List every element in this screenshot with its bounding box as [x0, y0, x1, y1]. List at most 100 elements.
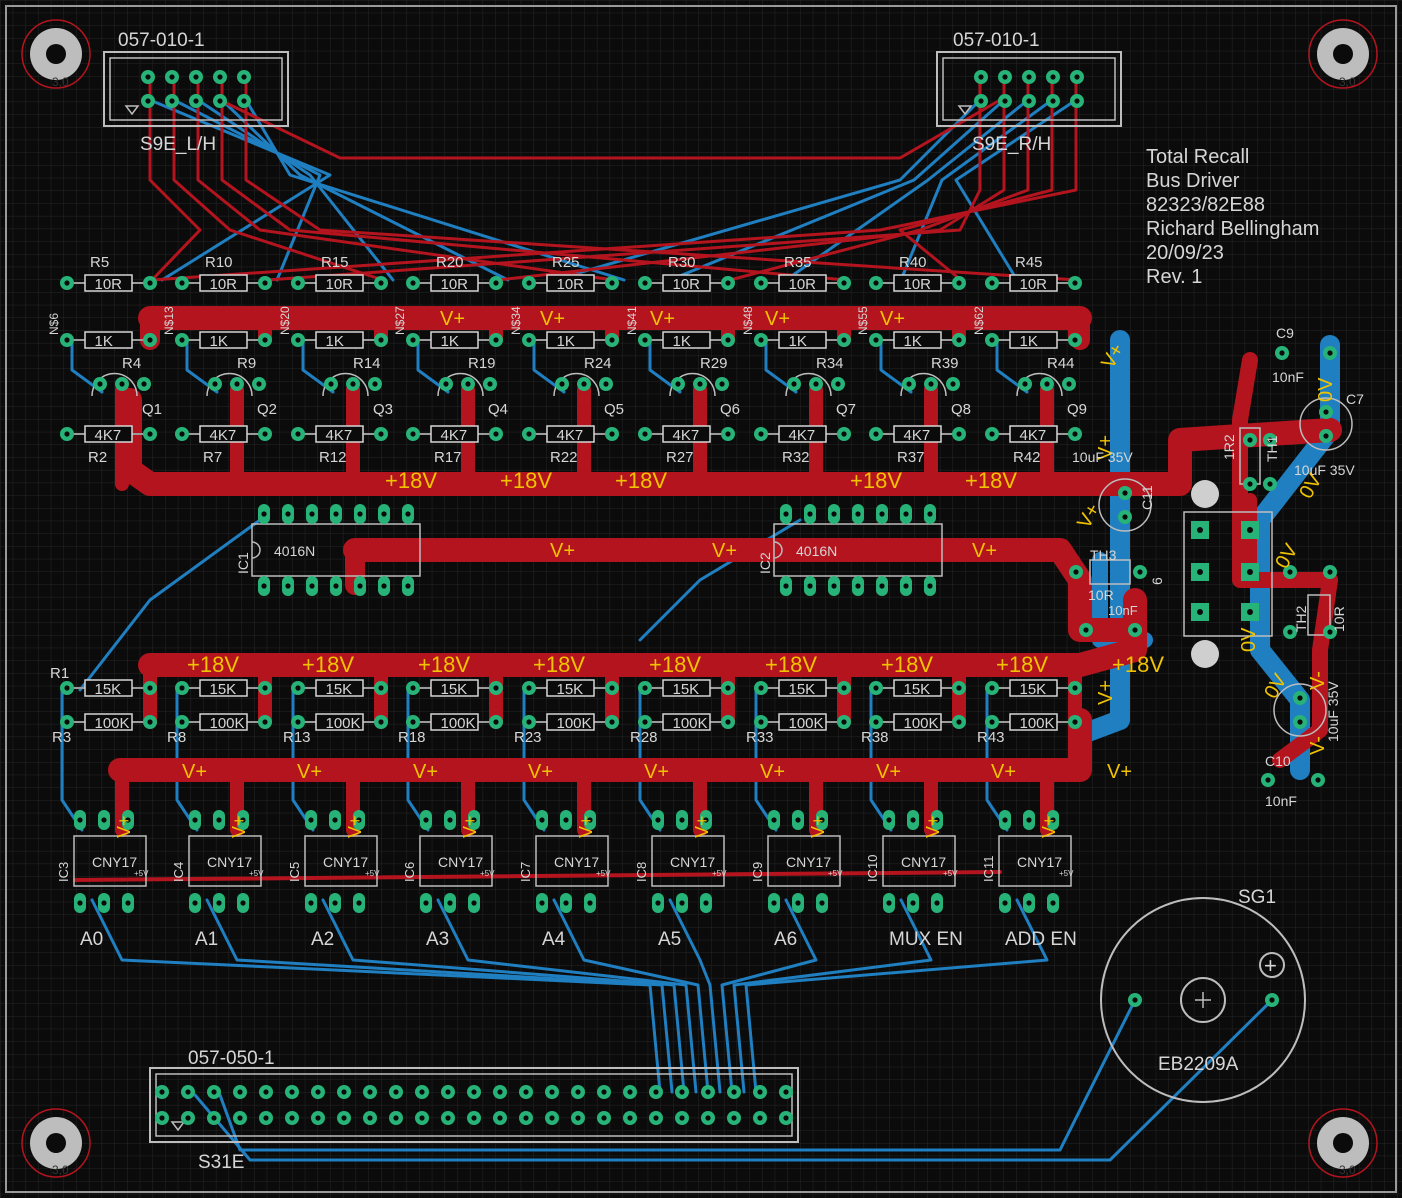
transistor-pin — [1062, 377, 1076, 391]
header-pin — [545, 1085, 559, 1099]
optocoupler — [767, 835, 841, 887]
rail-label: +18V — [533, 652, 585, 677]
signal-trace — [205, 898, 674, 1094]
ref-label: R12 — [319, 449, 347, 466]
pad-hole — [1137, 569, 1143, 575]
rail-label: V+ — [229, 815, 249, 838]
rail-label: V+ — [876, 761, 901, 783]
ic-pin — [876, 504, 888, 524]
ref-label: R19 — [468, 355, 496, 372]
resistor-100k: 100K — [406, 713, 503, 732]
th2-value: 10R — [1331, 606, 1347, 632]
cap-outline — [1299, 397, 1353, 451]
header-pin — [237, 94, 251, 108]
pad-hole — [549, 1115, 555, 1121]
rail-label: V+ — [114, 815, 134, 838]
buzzer-trace — [218, 998, 1137, 1152]
rail-label: V+ — [712, 540, 737, 562]
resistor-pad — [638, 715, 652, 729]
header-pin — [753, 1085, 767, 1099]
resistor-body — [662, 679, 711, 697]
pad-hole — [256, 381, 262, 387]
resistor-pad — [258, 333, 272, 347]
header-pin — [493, 1085, 507, 1099]
pad-hole — [169, 74, 175, 80]
rail-label: V+ — [692, 815, 712, 838]
pad-hole — [263, 1089, 269, 1095]
pad-hole — [725, 280, 731, 286]
resistor-4k7: 4K7 — [175, 425, 272, 444]
pad-hole — [64, 431, 70, 437]
resistor-15k: 15K — [985, 679, 1082, 698]
cap-pin — [1261, 773, 1275, 787]
signal-trace — [78, 518, 262, 692]
pad-hole — [445, 1115, 451, 1121]
rail-label: +18V — [649, 652, 701, 677]
pad-hole — [841, 685, 847, 691]
thermistor-th3-body — [1089, 559, 1131, 585]
resistor-1k: 1K — [985, 331, 1082, 350]
pad-hole — [493, 431, 499, 437]
pad-hole — [77, 900, 83, 906]
ref-label: R8 — [167, 729, 186, 746]
resistor-pad — [143, 715, 157, 729]
pad-hole — [309, 511, 315, 517]
resistor-value: 100K — [210, 715, 245, 732]
resistor-body — [1009, 713, 1058, 731]
opto-outline — [651, 835, 725, 887]
resistor-value: 4K7 — [673, 427, 700, 444]
net-label: N$55 — [856, 306, 870, 335]
pad-hole — [819, 817, 825, 823]
pad-hole — [601, 1089, 607, 1095]
pad-hole — [783, 511, 789, 517]
resistor-value: 15K — [673, 681, 700, 698]
pad-hole — [159, 1089, 165, 1095]
th2-ref: TH2 — [1293, 605, 1309, 632]
header-s31e — [149, 1067, 799, 1143]
pad-hole — [1315, 777, 1321, 783]
pad-hole — [1050, 900, 1056, 906]
pad-hole — [378, 280, 384, 286]
resistor-value: 100K — [1020, 715, 1055, 732]
resistor-body — [199, 331, 248, 349]
ic-pin — [378, 576, 390, 596]
header-pin — [727, 1085, 741, 1099]
ic-part: CNY17 — [323, 854, 368, 870]
resistor-15k: 15K — [291, 679, 388, 698]
pin1-marker — [957, 105, 973, 116]
resistor-15k: 15K — [522, 679, 619, 698]
resistor-pad — [952, 427, 966, 441]
cap-pin — [1319, 405, 1333, 419]
pin1-marker — [170, 1121, 186, 1132]
header-pin — [519, 1085, 533, 1099]
resistor-value: 10R — [95, 276, 123, 293]
transistor-pin — [368, 377, 382, 391]
resistor-pad — [175, 427, 189, 441]
rail-label: +18V — [187, 652, 239, 677]
ic-part: CNY17 — [92, 854, 137, 870]
header-pin — [259, 1111, 273, 1125]
ref-label: R45 — [1015, 254, 1043, 271]
buzzer-trace — [193, 998, 1274, 1162]
capacitor-c7 — [1299, 397, 1353, 451]
ref-label: R29 — [700, 355, 728, 372]
ref-label: R43 — [977, 729, 1005, 746]
resistor-body — [546, 713, 595, 731]
pad-hole — [934, 900, 940, 906]
header-pin — [311, 1111, 325, 1125]
pad-hole — [563, 900, 569, 906]
ic-pin — [900, 576, 912, 596]
resistor-pad — [406, 715, 420, 729]
resistor-pad — [1068, 333, 1082, 347]
capacitor-c11 — [1098, 478, 1152, 532]
ic-pin — [330, 504, 342, 524]
net-label: N$27 — [393, 306, 407, 335]
pad-hole — [308, 817, 314, 823]
pad-hole — [873, 280, 879, 286]
pad-hole — [927, 583, 933, 589]
header-pin — [415, 1111, 429, 1125]
net-label: N$13 — [162, 306, 176, 335]
p5-label: +5V — [249, 869, 264, 878]
signal-trace — [90, 898, 662, 1094]
rail-label: V- — [1307, 671, 1329, 690]
